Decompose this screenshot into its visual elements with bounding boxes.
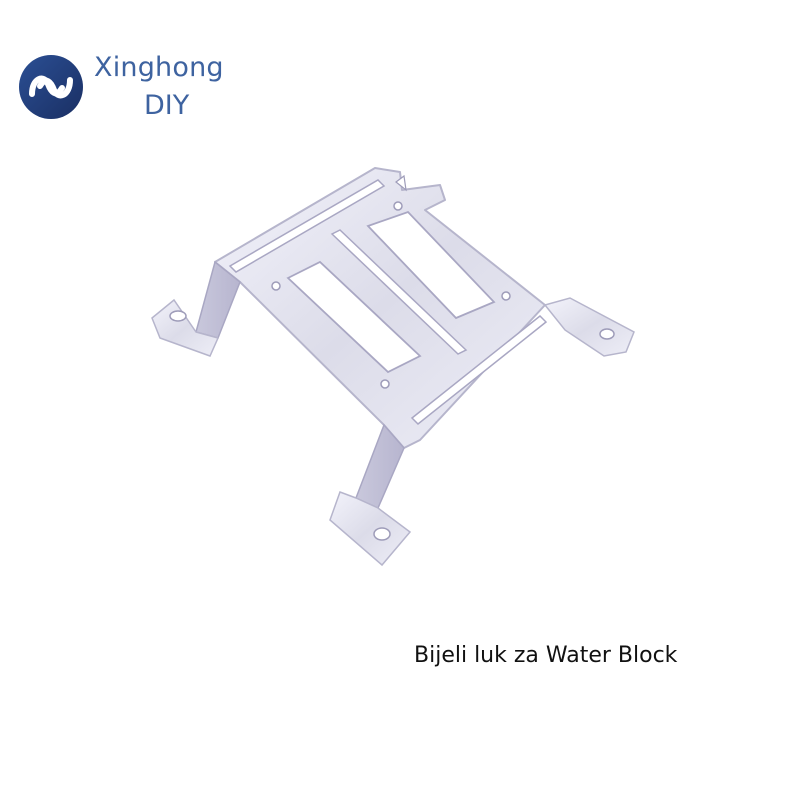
brand-subtitle: DIY [144,90,190,121]
product-caption: Bijeli luk za Water Block [414,643,678,668]
xinghong-logo-icon [19,55,83,119]
brand-name: Xinghong [94,52,224,83]
brand-block: Xinghong DIY [18,50,248,122]
